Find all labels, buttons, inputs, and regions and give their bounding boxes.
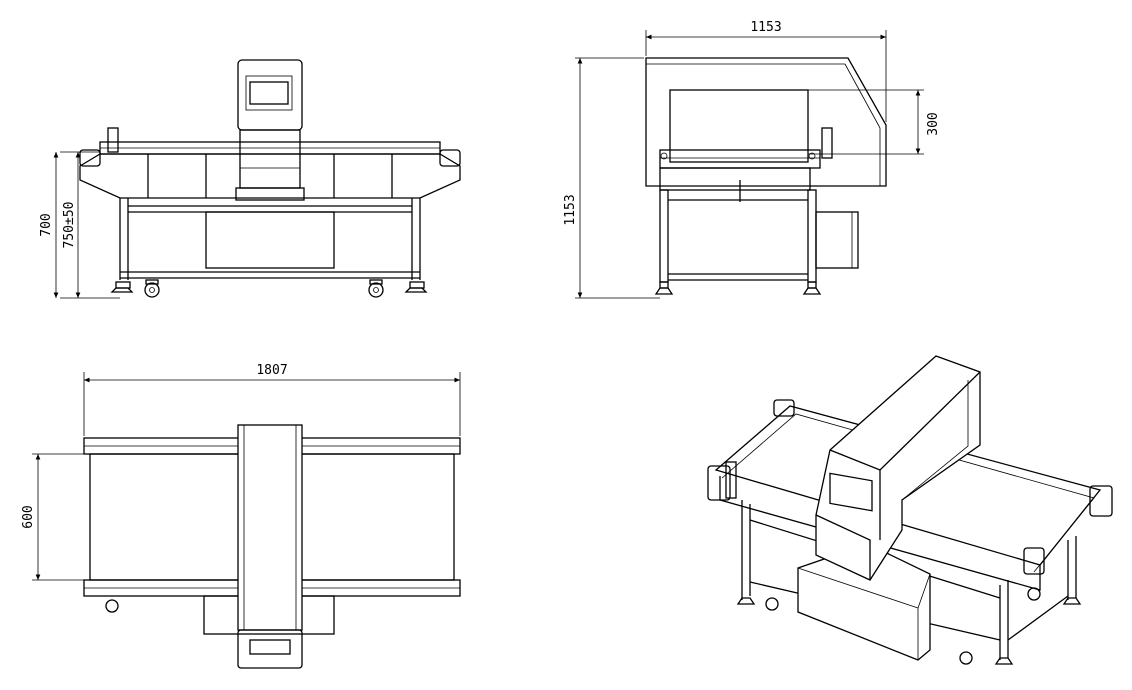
tunnel-opening bbox=[669, 89, 809, 163]
isometric-view bbox=[707, 355, 1113, 665]
dim-300-label: 300 bbox=[926, 112, 941, 135]
stop-button bbox=[107, 127, 119, 153]
control-box bbox=[205, 211, 335, 269]
control-display bbox=[249, 81, 289, 105]
dim-1153-top-label: 1153 bbox=[750, 20, 781, 35]
iso-stop-button bbox=[725, 461, 737, 499]
dim-750-label: 750±50 bbox=[62, 202, 77, 249]
dim-1807-label: 1807 bbox=[256, 363, 287, 378]
detector-tunnel bbox=[239, 129, 301, 189]
dim-700-label: 700 bbox=[39, 213, 54, 236]
dim-1153-side-label: 1153 bbox=[563, 194, 578, 225]
detector-head-top bbox=[237, 424, 303, 631]
detector-housing-side bbox=[645, 57, 887, 187]
iso-conveyor-belt bbox=[714, 405, 1102, 566]
top-view: 1807 600 bbox=[21, 363, 461, 669]
front-view: 700 750±50 bbox=[39, 59, 461, 299]
side-view: 1153 1153 300 bbox=[563, 20, 941, 299]
dim-600-label: 600 bbox=[21, 505, 36, 528]
